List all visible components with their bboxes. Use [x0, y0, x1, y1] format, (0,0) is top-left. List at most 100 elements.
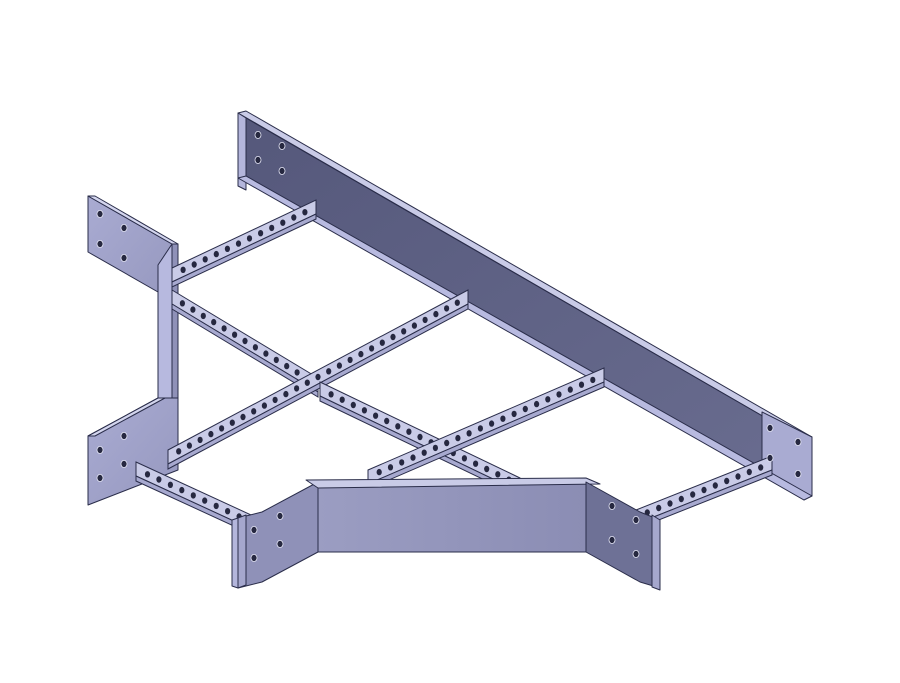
end-plate-holes — [96, 130, 802, 563]
rung-hole — [294, 385, 300, 392]
rung-long-1 — [167, 289, 469, 470]
rung-hole — [235, 240, 242, 247]
plate-hole — [254, 130, 262, 139]
rung-hole — [213, 250, 219, 258]
rung-hole — [269, 224, 275, 232]
rung-left-diagonal — [171, 289, 319, 398]
rung-hole — [251, 408, 257, 415]
plate-hole — [278, 166, 286, 175]
rung-hole — [500, 415, 506, 422]
rung-hole — [387, 464, 394, 471]
plate-hole — [254, 155, 262, 164]
rung-hole — [315, 373, 321, 381]
back-rail-bottom-flange — [237, 175, 813, 501]
rung-hole — [258, 230, 264, 237]
rung-hole — [186, 442, 192, 449]
rung-hole — [758, 464, 764, 471]
rung-hole — [211, 318, 217, 326]
plate-hole — [794, 469, 802, 478]
rung-hole — [534, 400, 540, 408]
rung-hole — [390, 333, 396, 341]
rung-hole — [376, 468, 382, 476]
rung-hole — [273, 356, 279, 364]
rung-hole — [522, 405, 528, 413]
plate-hole — [96, 239, 104, 248]
rung-hole — [261, 402, 267, 409]
rung-hole — [361, 407, 367, 414]
rung-right — [635, 455, 773, 530]
rung-hole — [156, 476, 162, 483]
plate-hole — [608, 501, 616, 510]
rung-long-2 — [367, 367, 605, 490]
plate-hole — [96, 473, 104, 482]
left-rail-web — [157, 243, 173, 406]
rung-hole — [179, 300, 185, 307]
rung-hole — [578, 381, 585, 388]
plate-hole — [96, 209, 104, 218]
front-right-plate — [585, 481, 661, 589]
plate-hole — [120, 223, 128, 232]
rung-hole — [384, 417, 390, 425]
rung-hole — [191, 261, 197, 268]
rung-hole — [304, 379, 310, 386]
rung-upper-short — [171, 199, 317, 288]
rung-hole — [379, 339, 385, 346]
rung-hole — [556, 391, 562, 398]
rung-hole — [746, 468, 752, 476]
rung-hole — [395, 423, 401, 430]
rung-hole — [190, 306, 196, 313]
rung-hole — [190, 492, 196, 499]
front-branch-wall — [231, 477, 661, 591]
rung-hole — [219, 425, 225, 432]
rung-hole — [272, 396, 278, 404]
rung-hole — [454, 299, 460, 306]
rung-hole — [399, 459, 405, 466]
rung-hole — [294, 369, 300, 376]
plate-hole — [632, 516, 640, 525]
plate-hole — [766, 423, 774, 432]
rung-hole — [144, 471, 151, 478]
rung-hole — [224, 245, 230, 252]
rung-hole — [242, 337, 248, 345]
rung-hole — [302, 209, 308, 216]
rung-lip — [171, 213, 317, 288]
rung-hole — [406, 428, 412, 435]
plate-hole — [250, 554, 258, 563]
rung-hole — [432, 444, 438, 452]
rung-hole — [263, 350, 269, 357]
rung-hole — [229, 419, 235, 426]
rungs — [135, 199, 773, 540]
rung-hole — [347, 356, 353, 364]
plate-hole — [276, 512, 284, 521]
rung-hole — [373, 412, 379, 419]
rung-hole — [221, 325, 227, 332]
plate-hole — [96, 445, 104, 454]
rung-hole — [328, 391, 334, 398]
rung-hole — [336, 362, 342, 369]
rung-hole — [511, 410, 517, 418]
rung-hole — [280, 219, 286, 226]
rung-hole — [401, 328, 407, 335]
rung-hole — [461, 455, 467, 462]
rung-lip — [167, 303, 469, 470]
rung-hole — [339, 396, 345, 403]
rung-hole — [200, 312, 206, 320]
rung-lip — [171, 303, 319, 398]
rung-hole — [735, 473, 741, 480]
rung-hole — [202, 256, 208, 263]
rung-hole — [232, 331, 238, 338]
plate-hole — [766, 453, 774, 462]
rung-hole — [690, 491, 696, 498]
rung-hole — [466, 430, 472, 437]
rung-hole — [422, 316, 428, 324]
rung-hole — [545, 396, 551, 403]
rung-hole — [350, 401, 356, 409]
rung-hole — [358, 350, 364, 358]
rung-hole — [410, 454, 416, 461]
rung-hole — [495, 471, 501, 478]
rung-hole — [433, 310, 439, 318]
rung-hole — [701, 486, 707, 494]
rung-hole — [180, 266, 186, 273]
